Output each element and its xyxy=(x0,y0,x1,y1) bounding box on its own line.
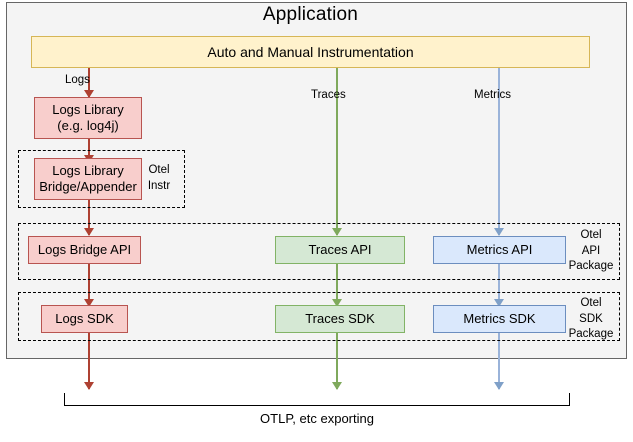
logs-edge-segment-5 xyxy=(88,333,90,389)
package-otel-instr-line2: Instr xyxy=(147,179,171,192)
node-bridge-line1: Logs Library xyxy=(52,162,124,178)
node-logs-sdk: Logs SDK xyxy=(41,305,128,333)
export-label: OTLP, etc exporting xyxy=(260,411,374,426)
metrics-edge-segment-1 xyxy=(498,68,500,235)
package-otel-sdk-label: Otel SDK Package xyxy=(562,296,620,343)
package-otel-instr-label: Otel Instr xyxy=(138,163,180,194)
node-metrics-sdk: Metrics SDK xyxy=(433,305,566,333)
logs-edge-segment-1 xyxy=(88,68,90,97)
page-title: Application xyxy=(262,4,359,25)
package-otel-api-line1: Otel xyxy=(580,229,602,241)
node-bridge-line2: Bridge/Appender xyxy=(39,179,137,194)
logs-arrowhead-to-export xyxy=(84,382,94,390)
node-traces-sdk: Traces SDK xyxy=(275,305,405,333)
auto-manual-instrumentation-bar: Auto and Manual Instrumentation xyxy=(31,36,590,68)
traces-edge-segment-1 xyxy=(336,68,338,235)
package-otel-sdk-line2: SDK xyxy=(579,312,603,325)
package-otel-api xyxy=(18,223,620,280)
metrics-edge-segment-3 xyxy=(498,333,500,389)
logs-arrowhead-to-sdk xyxy=(84,299,94,307)
logs-edge-segment-4 xyxy=(88,264,90,306)
metrics-edge-segment-2 xyxy=(498,264,500,306)
package-otel-sdk-line3: Package xyxy=(568,328,614,341)
metrics-arrowhead-to-export xyxy=(494,382,504,390)
package-otel-instr xyxy=(18,150,185,208)
package-otel-api-label: Otel API Package xyxy=(562,228,620,275)
package-otel-sdk xyxy=(18,292,620,341)
node-logs-bridge-api: Logs Bridge API xyxy=(28,236,141,264)
logs-edge-segment-2 xyxy=(88,139,90,163)
traces-arrowhead-to-sdk xyxy=(332,299,342,307)
node-logs-library-line1: Logs Library xyxy=(52,101,124,117)
edge-label-metrics: Metrics xyxy=(474,89,512,101)
package-otel-sdk-line1: Otel xyxy=(580,297,602,309)
edge-label-traces: Traces xyxy=(311,89,346,101)
logs-arrowhead-to-api xyxy=(84,228,94,236)
node-logs-library-bridge-appender: Logs Library Bridge/Appender xyxy=(34,158,142,200)
metrics-arrowhead-to-api xyxy=(494,228,504,236)
node-traces-api: Traces API xyxy=(275,236,405,264)
traces-edge-segment-2 xyxy=(336,264,338,306)
traces-edge-segment-3 xyxy=(336,333,338,389)
package-otel-instr-line1: Otel xyxy=(148,164,170,176)
export-bracket xyxy=(64,393,570,406)
logs-edge-segment-3 xyxy=(88,200,90,235)
metrics-arrowhead-to-sdk xyxy=(494,299,504,307)
edge-label-logs: Logs xyxy=(65,74,90,86)
traces-arrowhead-to-api xyxy=(332,228,342,236)
traces-arrowhead-to-export xyxy=(332,382,342,390)
node-metrics-api: Metrics API xyxy=(433,236,566,264)
node-logs-library: Logs Library (e.g. log4j) xyxy=(34,97,142,139)
logs-arrowhead-to-library xyxy=(84,90,94,98)
package-otel-api-line2: API xyxy=(581,244,601,257)
package-otel-api-line3: Package xyxy=(568,260,614,273)
node-logs-library-line2: (e.g. log4j) xyxy=(57,118,119,133)
